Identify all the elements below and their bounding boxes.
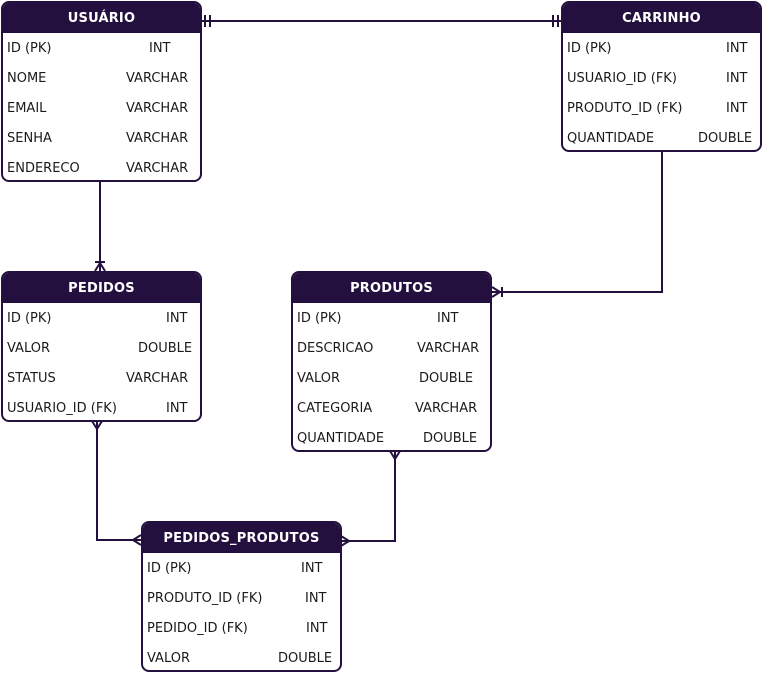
rel-pedidos-pedidos-produtos bbox=[91, 420, 142, 546]
field-type: VARCHAR bbox=[417, 340, 480, 356]
field-type: INT bbox=[149, 40, 171, 56]
field-row: USUARIO_ID (FK) INT bbox=[3, 393, 200, 420]
field-name: ID (PK) bbox=[7, 40, 52, 56]
field-name: ID (PK) bbox=[567, 40, 612, 56]
field-row: DESCRICAO VARCHAR bbox=[293, 333, 490, 363]
field-type: INT bbox=[305, 590, 327, 606]
field-type: VARCHAR bbox=[126, 130, 189, 146]
field-row: USUARIO_ID (FK) INT bbox=[563, 63, 760, 93]
field-type: INT bbox=[726, 40, 748, 56]
field-row: ID (PK) INT bbox=[563, 33, 760, 63]
field-name: EMAIL bbox=[7, 100, 47, 116]
rel-usuario-carrinho bbox=[201, 15, 562, 27]
field-name: NOME bbox=[7, 70, 47, 86]
field-type: INT bbox=[306, 620, 328, 636]
field-row: STATUS VARCHAR bbox=[3, 363, 200, 393]
field-row: ENDERECO VARCHAR bbox=[3, 153, 200, 180]
field-row: NOME VARCHAR bbox=[3, 63, 200, 93]
rel-produtos-pedidos-produtos bbox=[340, 450, 401, 547]
field-type: INT bbox=[301, 560, 323, 576]
entity-produtos-title: PRODUTOS bbox=[293, 273, 490, 303]
field-type: INT bbox=[726, 100, 748, 116]
field-name: CATEGORIA bbox=[297, 400, 373, 416]
field-name: VALOR bbox=[7, 340, 50, 356]
field-row: ID (PK) INT bbox=[293, 303, 490, 333]
field-type: VARCHAR bbox=[126, 70, 189, 86]
field-row: ID (PK) INT bbox=[3, 33, 200, 63]
field-row: VALOR DOUBLE bbox=[3, 333, 200, 363]
field-type: DOUBLE bbox=[419, 370, 474, 386]
field-name: SENHA bbox=[7, 130, 52, 146]
field-name: PEDIDO_ID (FK) bbox=[147, 620, 248, 636]
entity-pedidos-produtos[interactable]: PEDIDOS_PRODUTOS ID (PK) INT PRODUTO_ID … bbox=[141, 521, 342, 672]
field-row: ID (PK) INT bbox=[143, 553, 340, 583]
field-name: PRODUTO_ID (FK) bbox=[147, 590, 263, 606]
field-type: DOUBLE bbox=[138, 340, 193, 356]
field-row: CATEGORIA VARCHAR bbox=[293, 393, 490, 423]
field-row: SENHA VARCHAR bbox=[3, 123, 200, 153]
field-type: INT bbox=[166, 400, 188, 416]
field-name: USUARIO_ID (FK) bbox=[7, 400, 117, 416]
entity-pedidos[interactable]: PEDIDOS ID (PK) INT VALOR DOUBLE STATUS … bbox=[1, 271, 202, 422]
field-type: DOUBLE bbox=[423, 430, 478, 446]
field-type: VARCHAR bbox=[126, 100, 189, 116]
field-row: VALOR DOUBLE bbox=[293, 363, 490, 393]
field-name: ID (PK) bbox=[297, 310, 342, 326]
entity-pedidos-produtos-title: PEDIDOS_PRODUTOS bbox=[143, 523, 340, 553]
entity-carrinho-title: CARRINHO bbox=[563, 3, 760, 33]
field-name: USUARIO_ID (FK) bbox=[567, 70, 677, 86]
field-row: QUANTIDADE DOUBLE bbox=[563, 123, 760, 150]
entity-carrinho[interactable]: CARRINHO ID (PK) INT USUARIO_ID (FK) INT… bbox=[561, 1, 762, 152]
field-type: VARCHAR bbox=[415, 400, 478, 416]
field-type: DOUBLE bbox=[278, 650, 333, 666]
entity-usuario[interactable]: USUÁRIO ID (PK) INT NOME VARCHAR EMAIL V… bbox=[1, 1, 202, 182]
field-row: PRODUTO_ID (FK) INT bbox=[143, 583, 340, 613]
field-type: DOUBLE bbox=[698, 130, 753, 146]
field-row: PEDIDO_ID (FK) INT bbox=[143, 613, 340, 643]
entity-usuario-title: USUÁRIO bbox=[3, 3, 200, 33]
field-name: ID (PK) bbox=[7, 310, 52, 326]
entity-produtos[interactable]: PRODUTOS ID (PK) INT DESCRICAO VARCHAR V… bbox=[291, 271, 492, 452]
field-name: DESCRICAO bbox=[297, 340, 374, 356]
entity-pedidos-title: PEDIDOS bbox=[3, 273, 200, 303]
field-name: QUANTIDADE bbox=[567, 130, 655, 146]
rel-carrinho-produtos bbox=[491, 151, 663, 298]
field-row: EMAIL VARCHAR bbox=[3, 93, 200, 123]
field-name: PRODUTO_ID (FK) bbox=[567, 100, 683, 116]
field-type: VARCHAR bbox=[126, 160, 189, 176]
field-row: ID (PK) INT bbox=[3, 303, 200, 333]
field-name: VALOR bbox=[147, 650, 190, 666]
field-type: INT bbox=[437, 310, 459, 326]
rel-usuario-pedidos bbox=[94, 181, 106, 272]
field-name: ID (PK) bbox=[147, 560, 192, 576]
field-name: ENDERECO bbox=[7, 160, 80, 176]
field-type: INT bbox=[166, 310, 188, 326]
field-name: STATUS bbox=[7, 370, 56, 386]
field-type: VARCHAR bbox=[126, 370, 189, 386]
field-name: QUANTIDADE bbox=[297, 430, 385, 446]
field-row: VALOR DOUBLE bbox=[143, 643, 340, 670]
field-row: QUANTIDADE DOUBLE bbox=[293, 423, 490, 450]
field-type: INT bbox=[726, 70, 748, 86]
field-row: PRODUTO_ID (FK) INT bbox=[563, 93, 760, 123]
field-name: VALOR bbox=[297, 370, 340, 386]
